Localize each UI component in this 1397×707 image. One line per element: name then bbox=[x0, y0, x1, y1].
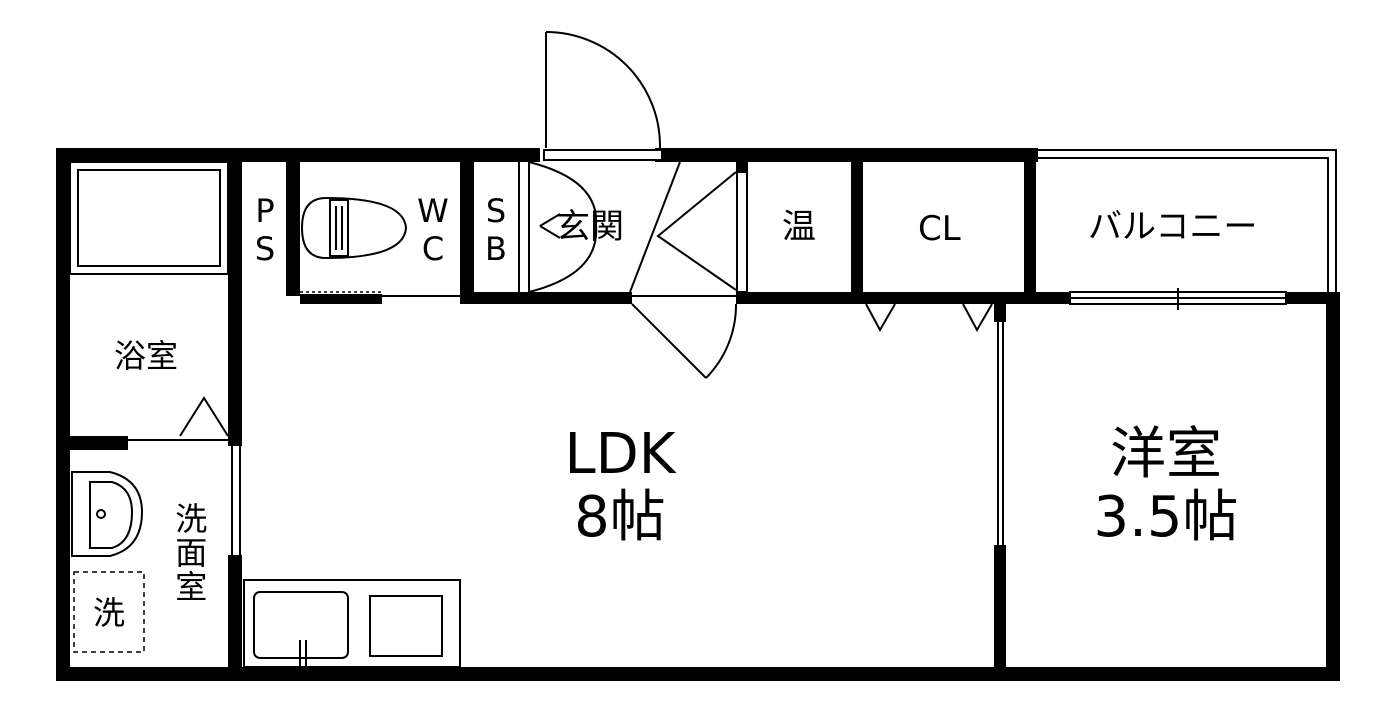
closet-doors bbox=[863, 297, 994, 333]
balcony-railing bbox=[1032, 149, 1337, 300]
shoe-box-door bbox=[528, 161, 598, 293]
thin-lines bbox=[128, 162, 1004, 555]
balcony-label: バルコニー bbox=[1088, 207, 1258, 247]
closet-label: CL bbox=[918, 209, 961, 249]
pipe-space-name: PS bbox=[246, 192, 284, 268]
water-heater-label: 温 bbox=[782, 207, 816, 247]
bathroom-label: 浴室 bbox=[114, 337, 179, 375]
kitchen-counter bbox=[243, 579, 461, 668]
shoe-box-name: SB bbox=[477, 192, 515, 268]
toilet-label: WC bbox=[414, 192, 452, 268]
western-room-label: 洋室 3.5帖 bbox=[1076, 422, 1256, 550]
ldk-room-label: LDK 8帖 bbox=[540, 422, 700, 550]
balcony-window bbox=[1069, 288, 1287, 310]
washroom-label: 洗面室 bbox=[170, 502, 208, 604]
washbasin bbox=[71, 471, 144, 557]
bath-door bbox=[179, 396, 229, 437]
western-room-name: 洋室 bbox=[1110, 422, 1222, 487]
shoe-box-label: SB bbox=[477, 192, 515, 268]
toilet bbox=[300, 196, 408, 260]
western-room-size: 3.5帖 bbox=[1093, 484, 1239, 550]
washer-label: 洗 bbox=[93, 594, 126, 632]
washroom-name: 洗面室 bbox=[170, 502, 209, 604]
walls bbox=[56, 148, 1340, 681]
ldk-door bbox=[631, 303, 738, 379]
ldk-name: LDK bbox=[564, 422, 676, 487]
washer-space bbox=[73, 571, 145, 653]
pipe-space-label: PS bbox=[246, 192, 284, 268]
ldk-size: 8帖 bbox=[574, 484, 666, 550]
entrance-label: 玄関 bbox=[556, 207, 624, 247]
bathtub bbox=[69, 161, 229, 275]
toilet-name: WC bbox=[414, 192, 452, 268]
heater-door bbox=[629, 161, 748, 293]
entrance-door bbox=[543, 31, 663, 161]
